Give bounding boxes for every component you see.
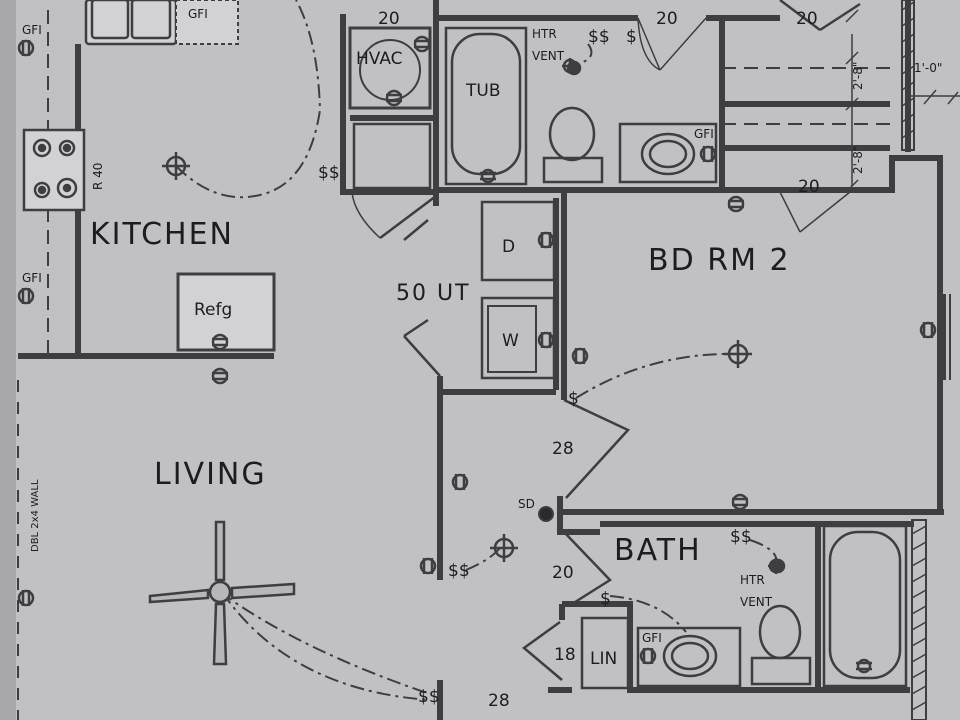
bedroom-top-wall	[564, 155, 943, 512]
kitchen-range	[22, 128, 86, 212]
linen-wall	[562, 601, 910, 693]
switch-upper-bath-single: $	[626, 27, 637, 47]
switch-living: $$	[418, 687, 440, 707]
door-size-linen: 18	[554, 645, 576, 665]
range-label: R 40	[91, 163, 105, 190]
dashed-lines	[17, 10, 890, 720]
ceiling-fan	[148, 520, 296, 666]
dimension-ticks	[845, 9, 960, 193]
lower-vent-label: VENT	[740, 595, 773, 609]
upper-heater-label: HTR	[532, 27, 557, 41]
upper-bathtub	[444, 26, 528, 186]
water-heater	[352, 122, 432, 190]
upper-vent-label: VENT	[532, 49, 565, 63]
hvac-closet-wall	[340, 14, 436, 195]
outlets	[17, 35, 937, 674]
switch-bedroom: $	[568, 389, 579, 409]
switch-hall: $$	[448, 561, 470, 581]
door-size-closet-lower: 20	[798, 177, 820, 197]
smoke-detector-label: SD	[518, 497, 535, 511]
kitchen-sink	[84, 0, 178, 46]
dimension-wall-offset: 1'-0"	[914, 61, 942, 75]
dimension-shelf-upper: 2'-8"	[851, 62, 865, 90]
walls	[18, 0, 944, 720]
wall-note: DBL 2x4 WALL	[30, 479, 41, 552]
paper-left-edge	[0, 0, 16, 720]
lower-heater-label: HTR	[740, 573, 765, 587]
kitchen-gfi-top: GFI	[22, 23, 42, 37]
door-size-hvac: 20	[378, 9, 400, 29]
lower-toilet	[750, 604, 812, 686]
switch-upper-bath: $$	[588, 27, 610, 47]
lower-bathtub-basin	[828, 530, 902, 680]
doors	[351, 0, 861, 681]
bath-room-label: BATH	[614, 533, 702, 568]
door-size-closet-top: 20	[796, 9, 818, 29]
linen-label: LIN	[590, 649, 617, 669]
linen-closet	[580, 616, 630, 690]
dryer-label: D	[502, 237, 515, 257]
door-size-bath-lower: 20	[552, 563, 574, 583]
bedroom-2-label: BD RM 2	[648, 243, 791, 278]
refrigerator-label: Refg	[194, 300, 232, 320]
dimension-shelf-lower: 2'-8"	[851, 146, 865, 174]
hvac-label: HVAC	[356, 49, 403, 69]
washer-lid	[487, 305, 537, 373]
dishwasher	[175, 0, 239, 45]
door-size-hall-bottom: 28	[488, 691, 510, 711]
exterior-hatch	[901, 0, 951, 720]
smoke-detector-icon	[538, 506, 554, 522]
switch-dining: $$	[318, 163, 340, 183]
switch-lower-bath-single: $	[600, 589, 611, 609]
switch-lower-bath: $$	[730, 527, 752, 547]
door-size-bath-top: 20	[656, 9, 678, 29]
dishwasher-gfi-label: GFI	[188, 7, 208, 21]
upper-toilet	[542, 106, 604, 184]
bedroom-door-stub	[557, 496, 600, 535]
lower-sink-gfi: GFI	[642, 631, 662, 645]
hvac-unit	[348, 26, 432, 110]
lower-bathtub	[822, 524, 908, 688]
door-size-hall-bedroom: 28	[552, 439, 574, 459]
utility-label: 50 UT	[396, 281, 471, 306]
living-room-label: LIVING	[154, 457, 267, 492]
kitchen-room-label: KITCHEN	[90, 217, 234, 252]
upper-sink-gfi: GFI	[694, 127, 714, 141]
washer-label: W	[502, 331, 519, 351]
tub-label: TUB	[465, 81, 501, 101]
kitchen-gfi-lower: GFI	[22, 271, 42, 285]
lower-vanity-sink	[636, 626, 742, 688]
